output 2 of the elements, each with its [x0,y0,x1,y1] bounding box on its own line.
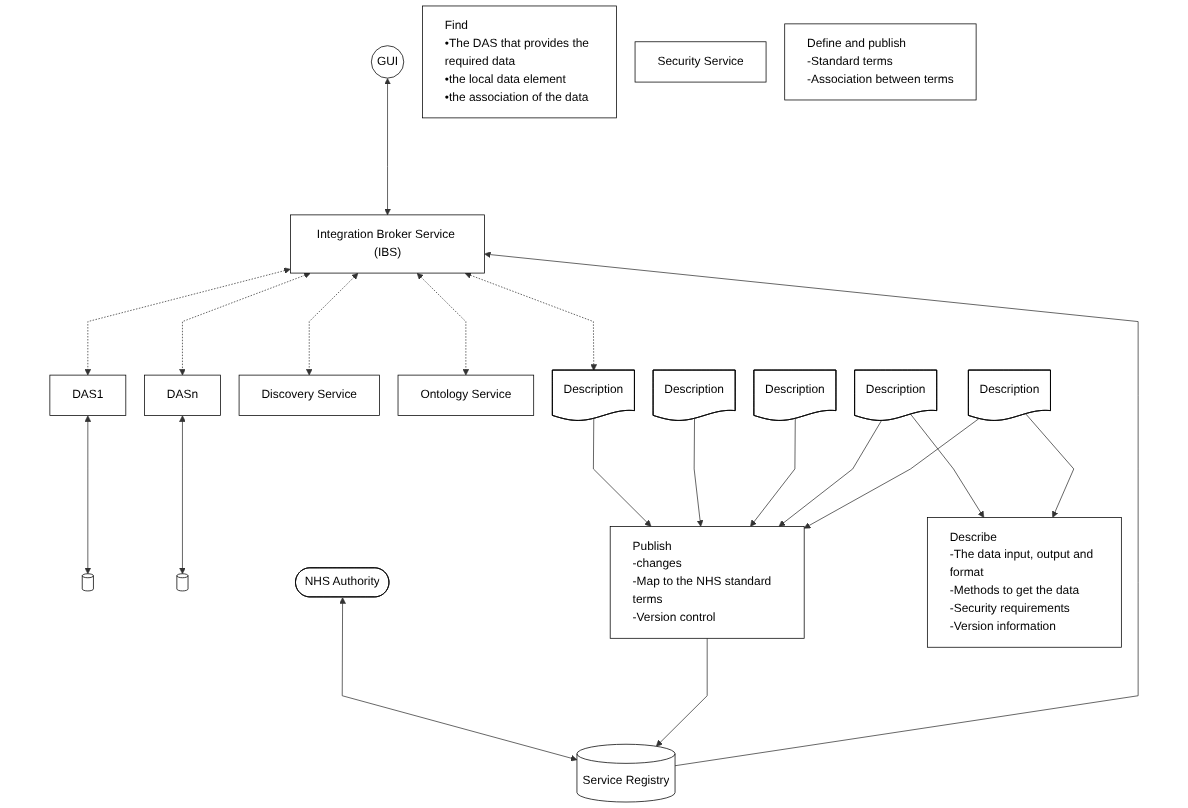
node-cylinder [81,573,94,592]
node-cylinder [176,573,189,592]
